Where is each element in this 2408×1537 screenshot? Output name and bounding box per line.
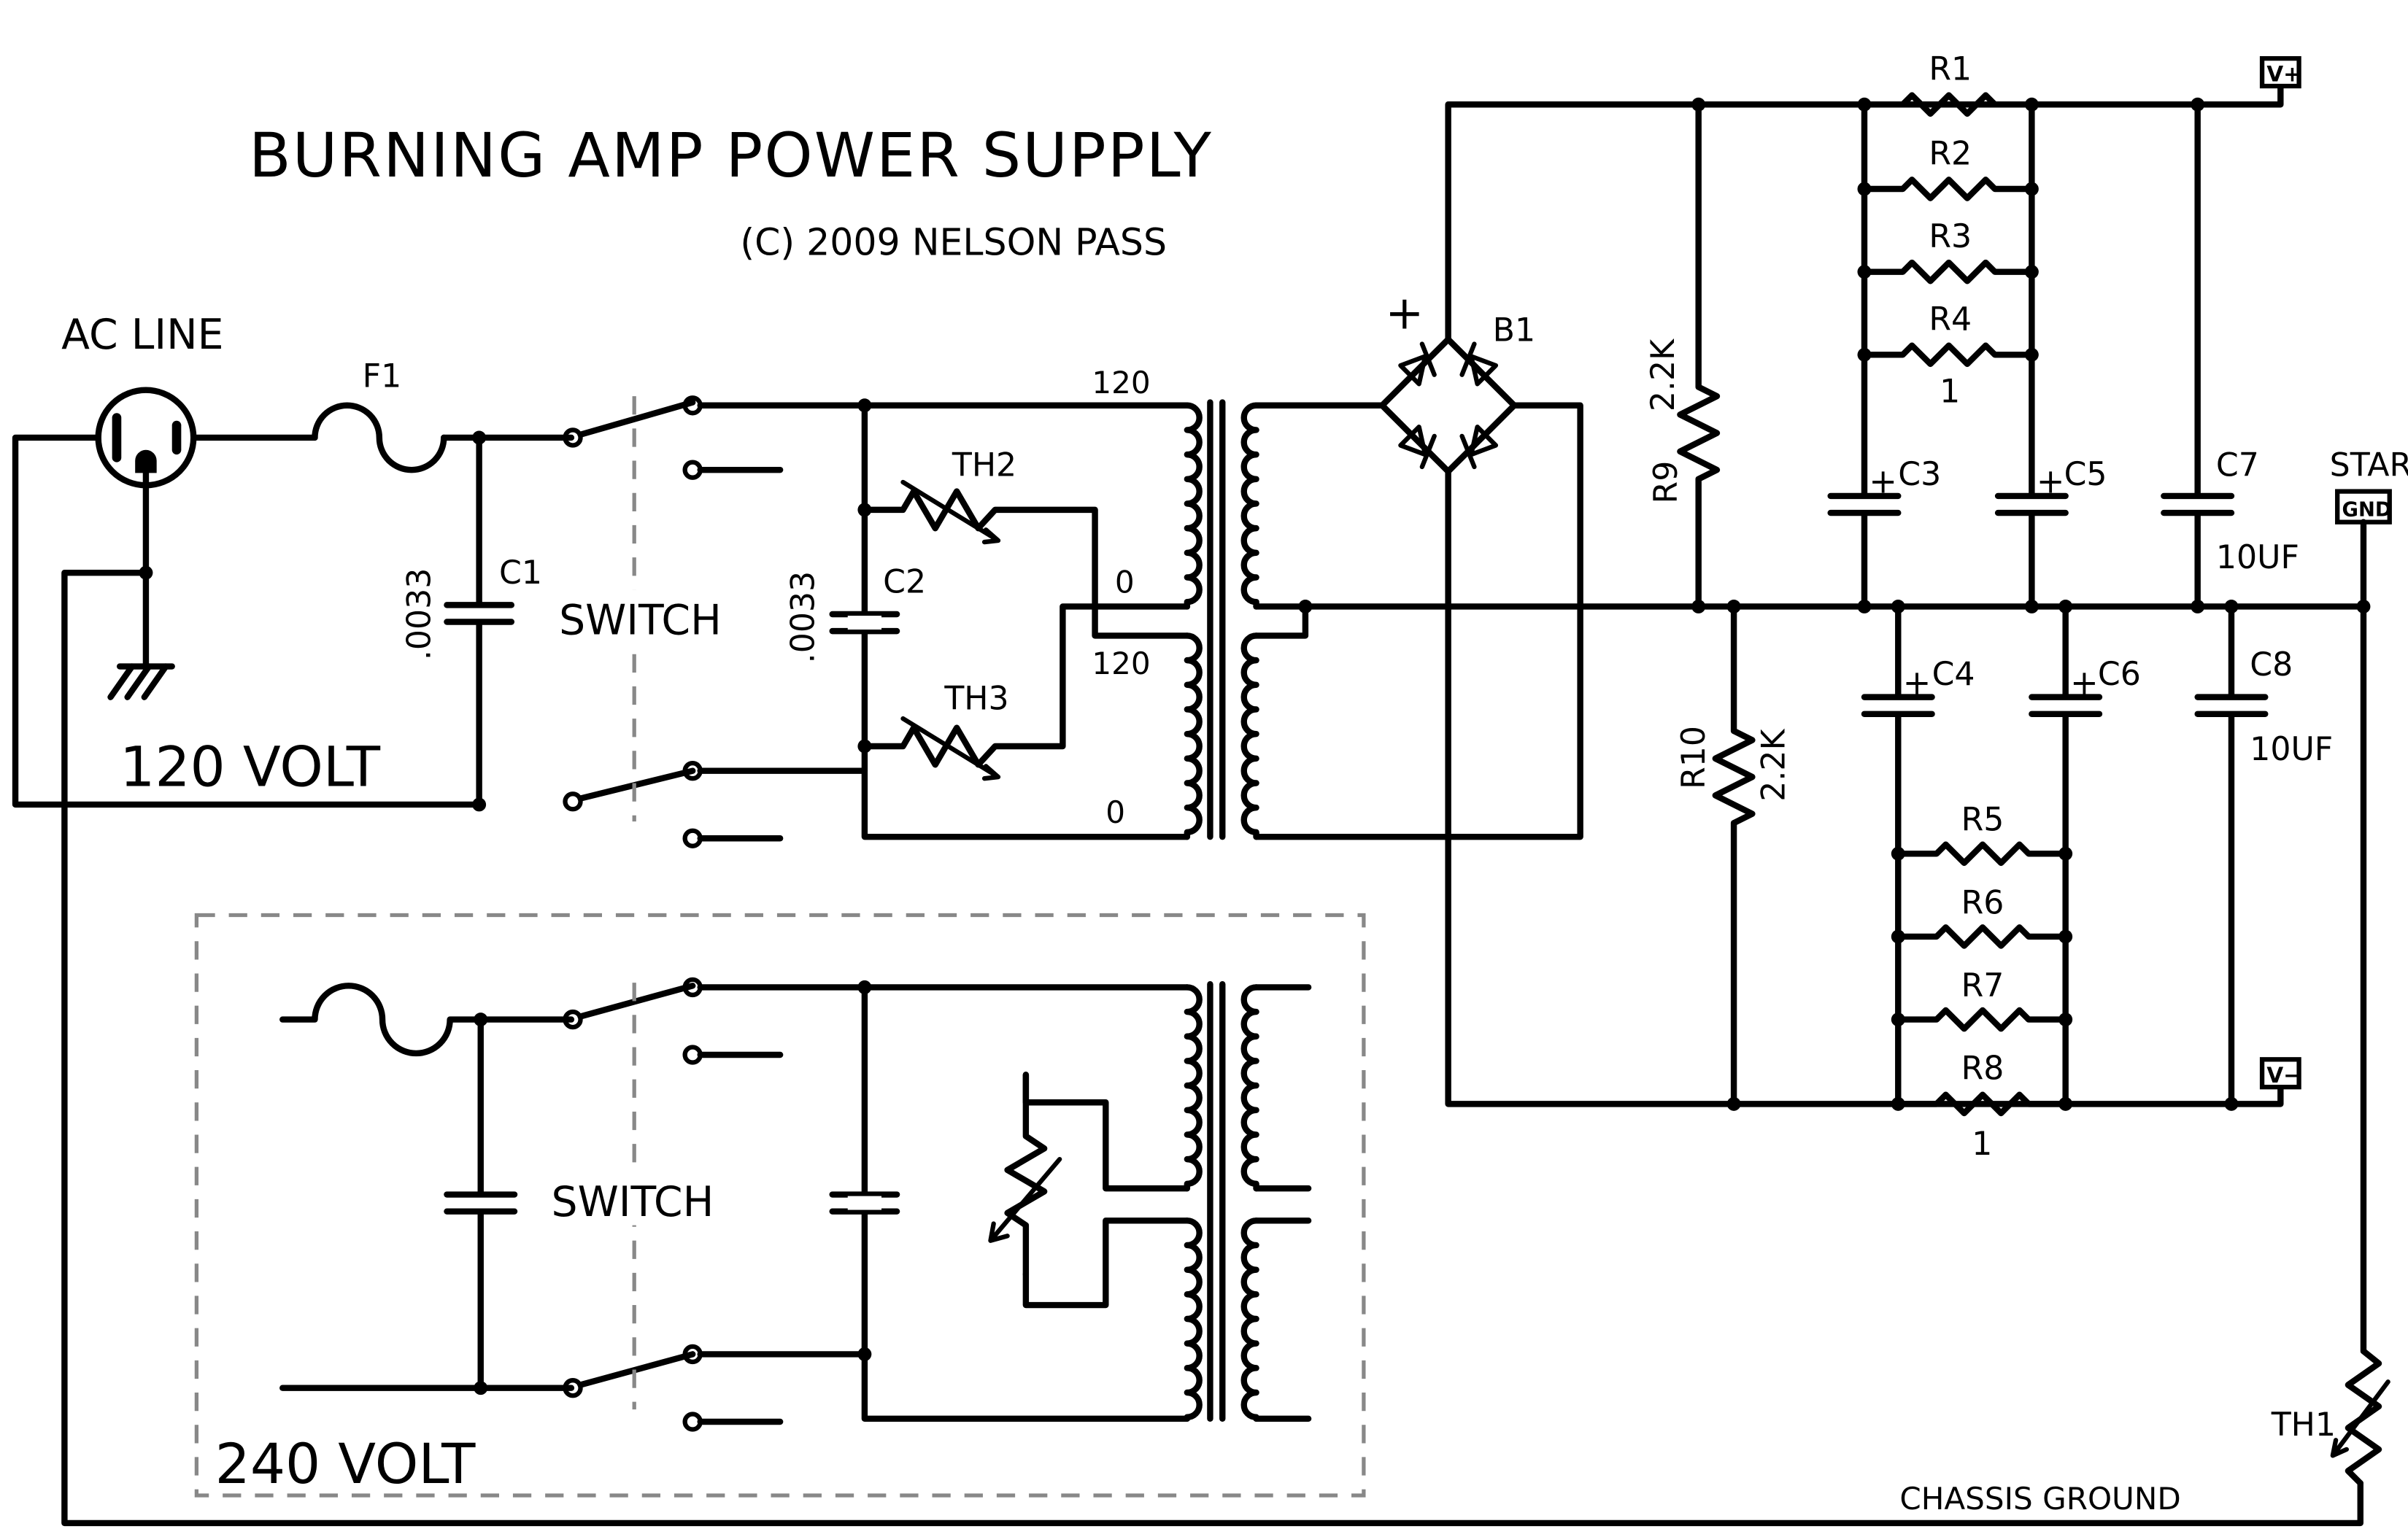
label-r6: R6: [1961, 884, 2004, 921]
capacitor-c8-icon: [2194, 603, 2269, 1107]
label-th1: TH1: [2271, 1406, 2336, 1444]
resistor-r7-icon: [1895, 1007, 2069, 1032]
value-c8: 10UF: [2250, 731, 2333, 768]
label-th2: TH2: [952, 447, 1016, 484]
label-f1: F1: [363, 358, 402, 395]
earth-ground-icon: [107, 663, 175, 700]
label-r3: R3: [1929, 218, 1972, 255]
tap-120-b: 120: [1092, 646, 1150, 681]
label-vplus: V+: [2266, 62, 2301, 87]
capacitor-240-input-icon: [444, 1016, 518, 1391]
fuse-f1-icon: [312, 402, 447, 473]
capacitor-c7-icon: [2161, 101, 2235, 610]
terminal-vminus: [2259, 1057, 2301, 1090]
transformer-icon: [1184, 399, 1259, 840]
label-chassis-ground: CHASSIS GROUND: [1899, 1481, 2180, 1517]
copyright-notice: (C) 2009 NELSON PASS: [740, 221, 1167, 264]
capacitor-c2-icon: [829, 611, 900, 635]
label-c2: C2: [883, 564, 926, 601]
label-r4: R4: [1929, 301, 1972, 338]
label-c8: C8: [2250, 646, 2293, 684]
label-c7: C7: [2216, 447, 2259, 484]
wire-line-neutral: [12, 434, 482, 808]
value-c2: .0033: [784, 571, 822, 664]
thermistor-th1-icon: [2345, 603, 2382, 1487]
bridge-rectifier-b1-icon: [1378, 336, 1518, 475]
bridge-plus-label: +: [1385, 286, 1424, 340]
label-c5: C5: [2064, 456, 2107, 493]
diagram-title: BURNING AMP POWER SUPPLY: [249, 120, 1213, 191]
section-120-volt-label: 120 VOLT: [120, 735, 381, 800]
label-b1: B1: [1493, 311, 1535, 349]
resistor-r5-icon: [1895, 841, 2069, 867]
value-c1: .0033: [401, 568, 438, 661]
label-c4: C4: [1932, 656, 1975, 693]
label-c1: C1: [499, 554, 542, 592]
c4-plus: +: [1903, 662, 1932, 702]
label-th3: TH3: [943, 680, 1008, 717]
thermistor-240-icon: [1004, 1072, 1048, 1278]
capacitor-c1-icon: [444, 434, 515, 808]
section-240-volt-box: [194, 913, 1366, 1498]
label-r10: R10: [1675, 726, 1713, 789]
resistor-r9-icon: [1677, 101, 1721, 610]
resistor-r1-icon: [1861, 92, 2035, 117]
c3-plus: +: [1869, 462, 1897, 501]
wire-chassis-ground: [61, 569, 2363, 1527]
value-r9: 2.2K: [1645, 338, 1682, 411]
thermistor-th3-icon: [861, 603, 1191, 768]
resistor-r3-icon: [1861, 259, 2035, 284]
label-r1: R1: [1929, 51, 1972, 88]
transformer-240-icon: [1184, 980, 1312, 1422]
label-r5: R5: [1961, 802, 2004, 839]
section-240-volt-label: 240 VOLT: [215, 1432, 476, 1496]
value-r8: 1: [1972, 1126, 1992, 1163]
tap-0-b: 0: [1105, 794, 1125, 830]
resistor-r6-icon: [1895, 924, 2069, 949]
terminal-vplus: [2259, 55, 2301, 89]
tap-0-a: 0: [1115, 565, 1135, 600]
label-r2: R2: [1929, 135, 1972, 172]
label-r9: R9: [1648, 461, 1685, 504]
label-c6: C6: [2098, 656, 2141, 693]
value-r10: 2.2K: [1756, 728, 1793, 801]
label-switch-120: SWITCH: [559, 596, 722, 644]
resistor-r2-icon: [1861, 177, 2035, 201]
label-r8: R8: [1961, 1050, 2004, 1088]
fuse-240-icon: [279, 983, 575, 1057]
capacitor-c5-icon: [1994, 492, 2069, 516]
resistor-r4-icon: [1861, 342, 2035, 368]
resistor-r8-icon: [1895, 1091, 2069, 1117]
c5-plus: +: [2037, 462, 2065, 501]
label-switch-240: SWITCH: [552, 1178, 714, 1226]
tap-120-a: 120: [1092, 365, 1150, 400]
label-gnd: GND: [2342, 498, 2392, 521]
label-vminus: V−: [2266, 1063, 2301, 1088]
switch-240v-icon: [563, 977, 784, 1432]
capacitor-c6-icon: [2029, 694, 2103, 717]
label-r7: R7: [1961, 967, 2004, 1004]
ac-line-label: AC LINE: [61, 311, 223, 359]
label-star: STAR: [2330, 447, 2408, 484]
label-c3: C3: [1898, 456, 1941, 493]
thermistor-th2-icon: [861, 488, 1191, 639]
capacitor-c3-icon: [1827, 492, 1902, 516]
capacitor-240-primary-icon: [829, 1191, 900, 1215]
value-c7: 10UF: [2216, 539, 2299, 576]
c6-plus: +: [2070, 662, 2099, 702]
value-r4: 1: [1940, 373, 1960, 411]
capacitor-c4-icon: [1861, 694, 1935, 717]
resistor-r10-icon: [1712, 603, 1756, 1107]
